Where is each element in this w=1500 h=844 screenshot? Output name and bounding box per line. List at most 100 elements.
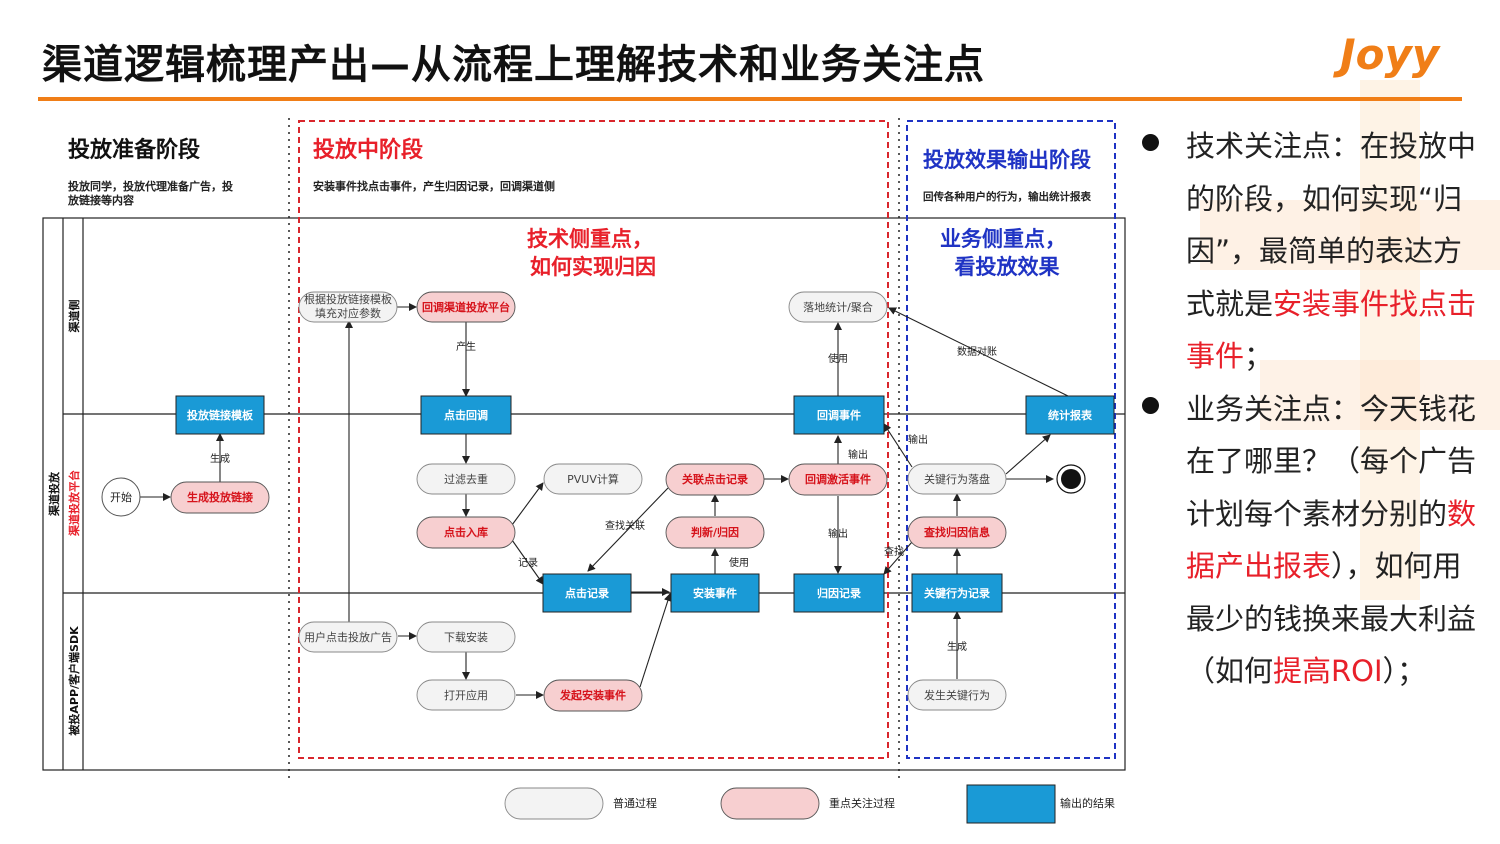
node-filter bbox=[416, 463, 516, 495]
node-open-app-label: 打开应用 bbox=[444, 688, 488, 702]
stage-prep-desc-line2: 放链接等内容 bbox=[67, 193, 134, 207]
legend: 普通过程 重点关注过程 输出的结果 bbox=[504, 784, 1115, 824]
node-link-template-label: 投放链接模板 bbox=[187, 408, 254, 422]
bullet-tech-seg0: 技术关注点：在投放中的阶段，如何实现“归因”，最简单的表达方式就是 bbox=[1186, 129, 1477, 321]
node-user-click-label: 用户点击投放广告 bbox=[304, 630, 392, 644]
tech-focus-line1: 技术侧重点， bbox=[527, 227, 653, 251]
node-click-record-label: 点击记录 bbox=[565, 586, 609, 600]
node-install-event bbox=[670, 573, 760, 613]
node-callback-platform bbox=[416, 291, 516, 323]
node-click-callback-label: 点击回调 bbox=[444, 408, 488, 422]
flow-diagram: 投放准备阶段 投放同学，投放代理准备广告，投 放链接等内容 投放中阶段 安装事件… bbox=[42, 118, 1126, 824]
edge-keyland-callback bbox=[883, 423, 913, 468]
node-judge-label: 判新/归因 bbox=[691, 525, 739, 539]
node-judge bbox=[665, 516, 765, 549]
edge-label-record: 记录 bbox=[518, 557, 538, 569]
legend-normal-label: 普通过程 bbox=[613, 796, 657, 810]
node-link-click-label: 关联点击记录 bbox=[682, 472, 748, 486]
stage-effect-title: 投放效果输出阶段 bbox=[923, 148, 1091, 172]
edge-report-landing bbox=[888, 307, 1069, 397]
bullet-biz-seg1: 数据产出报表 bbox=[1186, 496, 1477, 584]
node-key-record bbox=[911, 573, 1003, 613]
stage-mid-title: 投放中阶段 bbox=[313, 137, 423, 163]
bullet-biz-focus: 业务关注点：今天钱花在了哪里？（每个广告计划每个素材分别的数据产出报表），如何用… bbox=[1140, 383, 1480, 698]
node-fill-params-line1: 根据投放链接模板 bbox=[304, 292, 392, 306]
node-pvuv-label: PVUV计算 bbox=[567, 472, 619, 486]
legend-key-label: 重点关注过程 bbox=[829, 796, 895, 810]
legend-key-swatch bbox=[720, 787, 820, 820]
node-attr-record bbox=[793, 573, 885, 613]
stage-prep-title: 投放准备阶段 bbox=[68, 137, 200, 163]
lane-channel-label: 渠道侧 bbox=[67, 300, 81, 333]
node-key-land bbox=[907, 463, 1007, 495]
edge-label-output-callback: 输出 bbox=[848, 448, 868, 461]
node-user-click bbox=[298, 621, 398, 653]
node-click-record bbox=[542, 573, 632, 613]
edge-store-record bbox=[511, 539, 544, 585]
node-send-install-label: 发起安装事件 bbox=[559, 688, 626, 702]
node-download bbox=[416, 621, 516, 653]
node-key-land-label: 关键行为落盘 bbox=[924, 472, 990, 486]
node-fill-params-line2: 填充对应参数 bbox=[315, 306, 381, 320]
edge-link-record bbox=[587, 487, 669, 572]
bullet-biz-seg4: ）； bbox=[1382, 654, 1427, 688]
legend-output-label: 输出的结果 bbox=[1060, 796, 1115, 810]
node-find-attr-label: 查找归因信息 bbox=[924, 525, 990, 539]
node-callback-event bbox=[793, 395, 885, 435]
page-title: 渠道逻辑梳理产出—从流程上理解技术和业务关注点 bbox=[42, 42, 985, 88]
lane-outer-label: 渠道投放 bbox=[47, 471, 61, 516]
edge-find-attr bbox=[883, 541, 913, 575]
node-download-label: 下载安装 bbox=[444, 630, 488, 644]
edge-keyland-report bbox=[1005, 434, 1051, 475]
biz-focus-line1: 业务侧重点， bbox=[940, 227, 1066, 251]
stage-mid-box bbox=[298, 120, 889, 759]
node-gen-link bbox=[170, 481, 270, 514]
bullet-dot bbox=[1142, 396, 1159, 414]
bullet-biz-seg0: 业务关注点：今天钱花在了哪里？（每个广告计划每个素材分别的 bbox=[1186, 391, 1477, 531]
node-stat-report-label: 统计报表 bbox=[1048, 408, 1093, 422]
stage-effect-desc: 回传各种用户的行为，输出统计报表 bbox=[923, 190, 1091, 203]
node-key-trigger bbox=[907, 679, 1007, 711]
bullet-tech-focus: 技术关注点：在投放中的阶段，如何实现“归因”，最简单的表达方式就是安装事件找点击… bbox=[1140, 120, 1480, 383]
node-click-store bbox=[416, 516, 516, 549]
edge-label-reconcile: 数据对账 bbox=[957, 345, 997, 358]
edge-label-produce: 产生 bbox=[456, 340, 476, 353]
edge-label-output-keyland: 输出 bbox=[908, 433, 928, 446]
node-click-store-label: 点击入库 bbox=[444, 525, 488, 539]
lane-sdk-label: 被投APP/客户端SDK bbox=[67, 626, 81, 736]
node-install-event-label: 安装事件 bbox=[693, 586, 737, 600]
node-landing-label: 落地统计/聚合 bbox=[803, 300, 873, 314]
edge-label-use-install: 使用 bbox=[729, 556, 749, 569]
bullet-biz-seg3: 提高ROI bbox=[1273, 654, 1383, 688]
node-gen-link-label: 生成投放链接 bbox=[187, 490, 253, 504]
stage-effect-box bbox=[906, 120, 1116, 759]
node-find-attr bbox=[907, 516, 1007, 549]
node-link-template bbox=[175, 395, 265, 435]
biz-focus-line2: 看投放效果 bbox=[955, 255, 1060, 279]
legend-output-swatch bbox=[966, 784, 1056, 824]
stage-prep-desc-line1: 投放同学，投放代理准备广告，投 bbox=[68, 179, 233, 193]
focus-points-panel: 技术关注点：在投放中的阶段，如何实现“归因”，最简单的表达方式就是安装事件找点击… bbox=[1140, 120, 1480, 698]
edge-send-install bbox=[639, 593, 672, 688]
joyy-logo: Joyy bbox=[1340, 30, 1440, 79]
node-pvuv bbox=[543, 463, 643, 495]
node-landing bbox=[788, 291, 888, 323]
node-callback-event-label: 回调事件 bbox=[817, 408, 861, 422]
node-fill-params bbox=[298, 291, 398, 323]
tech-focus-line2: 如何实现归因 bbox=[530, 255, 656, 279]
node-callback-activate bbox=[788, 463, 888, 496]
node-click-callback bbox=[420, 395, 512, 435]
node-callback-activate-label: 回调激活事件 bbox=[805, 472, 871, 486]
edge-label-find: 查找 bbox=[884, 545, 904, 558]
bullet-tech-seg1: 安装事件找点击事件 bbox=[1186, 286, 1477, 374]
node-start: 开始 bbox=[101, 477, 141, 517]
edge-label-gen-key: 生成 bbox=[947, 640, 967, 653]
stage-mid-desc: 安装事件找点击事件，产生归因记录，回调渠道侧 bbox=[313, 179, 555, 193]
node-attr-record-label: 归因记录 bbox=[817, 586, 861, 600]
node-open-app bbox=[416, 679, 516, 711]
node-key-record-label: 关键行为记录 bbox=[924, 586, 990, 600]
lane-platform-label: 渠道投放平台 bbox=[67, 470, 81, 536]
node-callback-platform-label: 回调渠道投放平台 bbox=[422, 300, 510, 314]
edge-label-find-link: 查找关联 bbox=[605, 519, 645, 532]
node-send-install bbox=[543, 679, 643, 712]
